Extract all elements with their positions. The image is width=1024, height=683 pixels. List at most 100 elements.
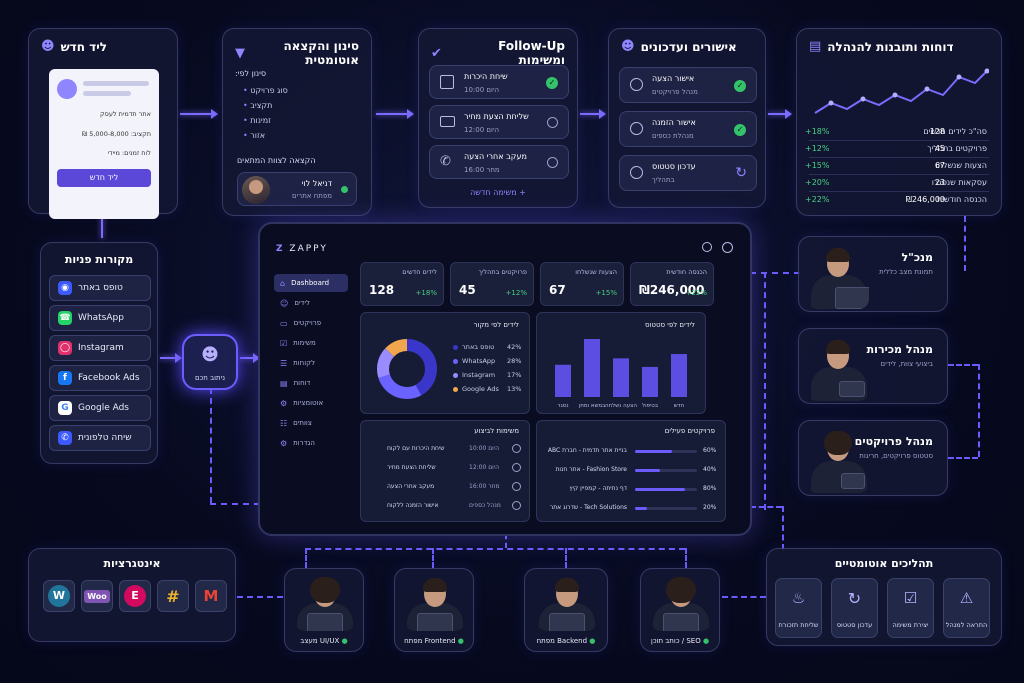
sidebar-item[interactable]: ⌂Dashboard — [274, 274, 348, 292]
lead-form: אתר תדמית לעסק תקציב: 5,000-8,000 ₪ לוח … — [49, 69, 159, 219]
dashboard-brand: Z ZAPPY — [276, 244, 328, 254]
sidebar-item[interactable]: ☷צוותים — [274, 414, 348, 432]
team-role: מפתח Frontend ● — [404, 637, 464, 645]
team-card-content-seo[interactable]: כותב תוכן / SEO ● — [640, 568, 720, 652]
phone-icon: ✆ — [440, 154, 451, 169]
bar-label: חדש — [674, 403, 685, 409]
woocommerce-icon[interactable]: Woo — [81, 580, 113, 612]
project-progress-track — [635, 488, 697, 491]
smart-routing-node: ☻ ניתוב חכם — [182, 334, 238, 390]
task-checkbox[interactable] — [512, 463, 521, 472]
google-icon: G — [58, 401, 72, 415]
report-row-change: +18% — [805, 127, 830, 136]
sidebar-item[interactable]: ☑משימות — [274, 334, 348, 352]
source-website-form[interactable]: ◉טופס באתר — [49, 275, 151, 301]
team-card-uiux[interactable]: מעצב UI/UX ● — [284, 568, 364, 652]
team-card-frontend[interactable]: מפתח Frontend ● — [394, 568, 474, 652]
add-task-button[interactable]: + משימה חדשה — [470, 188, 526, 197]
slack-icon[interactable]: # — [157, 580, 189, 612]
assignee-avatar — [242, 176, 270, 204]
project-name: דף נחיתה - קמפיין קיץ — [569, 485, 627, 492]
team-card-backend[interactable]: מפתח Backend ● — [524, 568, 608, 652]
task-checkbox[interactable] — [512, 501, 521, 510]
task-title: שליחת הצעת מחיר — [464, 112, 529, 121]
approval-item[interactable]: אישור הזמנה מנהלת כספים ✓ — [619, 111, 757, 147]
dashboard-tablet: Z ZAPPY ⌂Dashboard ☺לידים ▭פרויקטים ☑משימות… — [258, 222, 752, 536]
project-progress-fill — [635, 488, 685, 491]
frontend-dev-photo — [405, 575, 465, 631]
report-row-value: 128 — [929, 127, 945, 136]
source-instagram[interactable]: ◯Instagram — [49, 335, 151, 361]
elementor-icon[interactable]: E — [119, 580, 151, 612]
source-phone-call[interactable]: ✆שיחה טלפונית — [49, 425, 151, 451]
project-progress-track — [635, 450, 697, 453]
report-row-label: פרויקטים בתהליך — [927, 144, 987, 153]
report-row-label: הכנסה חודשית — [936, 195, 987, 204]
gmail-icon[interactable]: M — [195, 580, 227, 612]
legend-label: Instagram — [462, 371, 496, 379]
sidebar-item[interactable]: ▤דוחות — [274, 374, 348, 392]
source-whatsapp[interactable]: ☎WhatsApp — [49, 305, 151, 331]
legend-pct: 13% — [507, 385, 522, 393]
team-role: כותב תוכן / SEO ● — [650, 637, 710, 645]
approval-item[interactable]: עדכון סטטוס בתהליך ↻ — [619, 155, 757, 191]
task-item[interactable]: שליחת הצעת מחיר היום 12:00 — [429, 105, 569, 139]
done-check-icon[interactable]: ✓ — [546, 77, 558, 89]
new-lead-title: ליד חדש — [60, 39, 107, 54]
automation-create-task[interactable]: ☑ יצירת משימה — [887, 578, 934, 638]
sidebar-item-label: משימות — [293, 339, 316, 347]
folder-icon: ▭ — [280, 318, 288, 328]
report-row-value: 23 — [934, 178, 945, 187]
manager-card-ceo[interactable]: מנכ"ל תמונת מצב כללית — [798, 236, 948, 312]
online-dot-icon — [341, 186, 348, 193]
instagram-icon: ◯ — [58, 341, 72, 355]
pending-circle-icon[interactable] — [547, 117, 558, 128]
manager-sub: סטטוס פרויקטים, חריגות — [859, 452, 933, 460]
task-item[interactable]: שיחת היכרות היום 10:00 ✓ — [429, 65, 569, 99]
row-divider — [809, 140, 989, 141]
approval-sub: בתהליך — [652, 176, 675, 184]
sidebar-item-label: לידים — [294, 299, 310, 307]
routing-label: ניתוב חכם — [194, 374, 226, 382]
task-time: מנהל כספים — [469, 502, 501, 509]
bar-chart-icon: ▤ — [809, 39, 822, 54]
task-item[interactable]: ✆ מעקב אחרי הצעה מחר 16:00 — [429, 145, 569, 179]
automation-reminder[interactable]: ♨ שליחת תזכורת — [775, 578, 822, 638]
bell-icon: ♨ — [791, 589, 806, 607]
calendar-icon — [440, 75, 454, 89]
new-lead-button[interactable]: ליד חדש — [57, 169, 151, 187]
wordpress-icon[interactable]: W — [43, 580, 75, 612]
automation-status-update[interactable]: ↻ עדכון סטטוס — [831, 578, 878, 638]
criteria-item: • אזור — [243, 131, 266, 140]
manager-card-projects[interactable]: מנהל פרויקטים סטטוס פרויקטים, חריגות — [798, 420, 948, 496]
approval-item[interactable]: אישור הצעה מנהל פרויקטים ✓ — [619, 67, 757, 103]
approvals-card: אישורים ועדכונים ☻ אישור הצעה מנהל פרויק… — [608, 28, 766, 208]
sidebar-item[interactable]: ☰לקוחות — [274, 354, 348, 372]
task-checkbox[interactable] — [512, 482, 521, 491]
status-title: לידים לפי סטטוס — [644, 321, 695, 329]
sidebar-item[interactable]: ⚙אוטומציות — [274, 394, 348, 412]
kpi-card[interactable]: הכנסה חודשית₪246,000+22% — [630, 262, 714, 306]
task-checkbox[interactable] — [512, 444, 521, 453]
kpi-label: הצעות שנשלחו — [575, 268, 617, 276]
search-icon[interactable] — [702, 242, 712, 252]
pending-circle-icon[interactable] — [547, 157, 558, 168]
mail-icon — [440, 116, 455, 127]
sidebar-item[interactable]: ▭פרויקטים — [274, 314, 348, 332]
automation-alert-manager[interactable]: ⚠ התראה למנהל — [943, 578, 990, 638]
sidebar-item[interactable]: ☺לידים — [274, 294, 348, 312]
profile-icon[interactable] — [722, 242, 733, 253]
assignee-card[interactable]: דניאל לוי מפתח אתרים — [237, 172, 357, 206]
backend-dev-photo — [537, 575, 597, 631]
report-row-change: +15% — [805, 161, 830, 170]
task-title: מעקב אחרי הצעה — [464, 152, 527, 161]
done-check-icon: ✓ — [734, 124, 746, 136]
sidebar-item[interactable]: ⚙הגדרות — [274, 434, 348, 452]
manager-card-sales[interactable]: מנהל מכירות ביצועי צוות, לידים — [798, 328, 948, 404]
